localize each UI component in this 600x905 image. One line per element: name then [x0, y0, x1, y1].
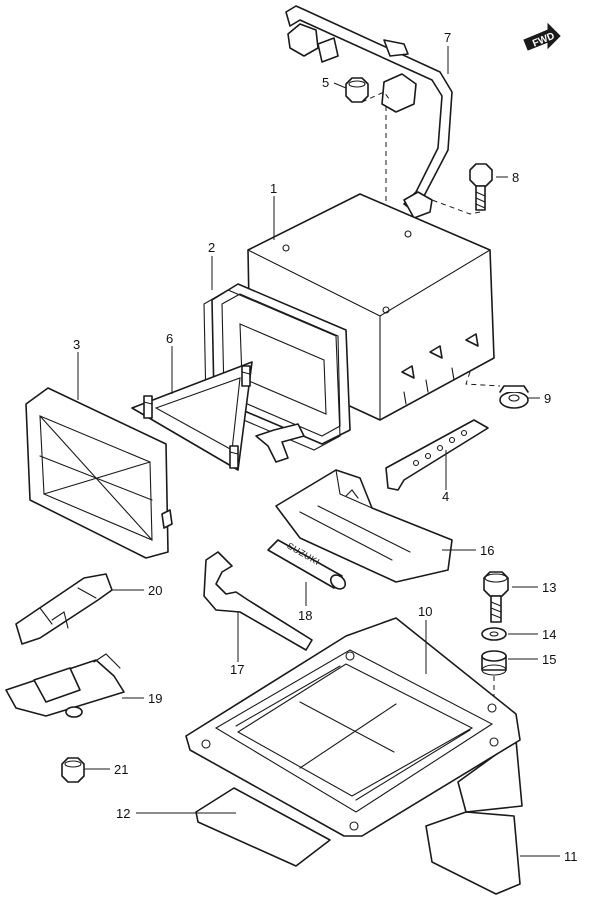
part-3-lid: [25, 387, 173, 559]
callout-12: 12: [116, 806, 130, 821]
part-17-spanner: [203, 551, 313, 651]
callout-1: 1: [270, 181, 277, 196]
callout-21: 21: [114, 762, 128, 777]
callout-19: 19: [148, 691, 162, 706]
part-8-bolt: [431, 163, 493, 215]
callout-14: 14: [542, 627, 556, 642]
part-12-pad: [195, 787, 331, 867]
part-6-retainer: [131, 361, 253, 471]
part-15-collar: [481, 650, 507, 708]
part-21-nut: [61, 757, 85, 783]
callout-4: 4: [442, 489, 449, 504]
callout-6: 6: [166, 331, 173, 346]
wing-latch: [255, 423, 305, 463]
callout-3: 3: [73, 337, 80, 352]
part-11-panel: [425, 739, 523, 895]
callout-18: 18: [298, 608, 312, 623]
callout-9: 9: [544, 391, 551, 406]
callout-7: 7: [444, 30, 451, 45]
part-19-bracket: [5, 653, 125, 718]
part-7-bracket: [285, 5, 453, 219]
part-20-strap: [15, 573, 113, 645]
fwd-label: FWD: [531, 31, 556, 50]
part-5-nut: [345, 77, 391, 103]
part-16-tool-bag: [275, 469, 453, 583]
callout-16: 16: [480, 543, 494, 558]
callout-15: 15: [542, 652, 556, 667]
callout-11: 11: [564, 849, 578, 864]
leader-lines: [77, 46, 560, 857]
callout-20: 20: [148, 583, 162, 598]
part-4-holder: [385, 419, 489, 491]
fwd-arrow-badge: FWD: [523, 22, 561, 51]
callout-13: 13: [542, 580, 556, 595]
callout-5: 5: [322, 75, 329, 90]
callout-8: 8: [512, 170, 519, 185]
part-10-tray: [185, 617, 521, 837]
part-14-washer: [481, 627, 507, 641]
part-9-grommet: [465, 371, 529, 409]
callout-2: 2: [208, 240, 215, 255]
callout-17: 17: [230, 662, 244, 677]
callout-labels: 1 2 3 4 5 6 7 8 9 10 11 12 13 14 15 16 1…: [73, 30, 578, 864]
callout-10: 10: [418, 604, 432, 619]
part-13-bolt: [483, 571, 509, 623]
